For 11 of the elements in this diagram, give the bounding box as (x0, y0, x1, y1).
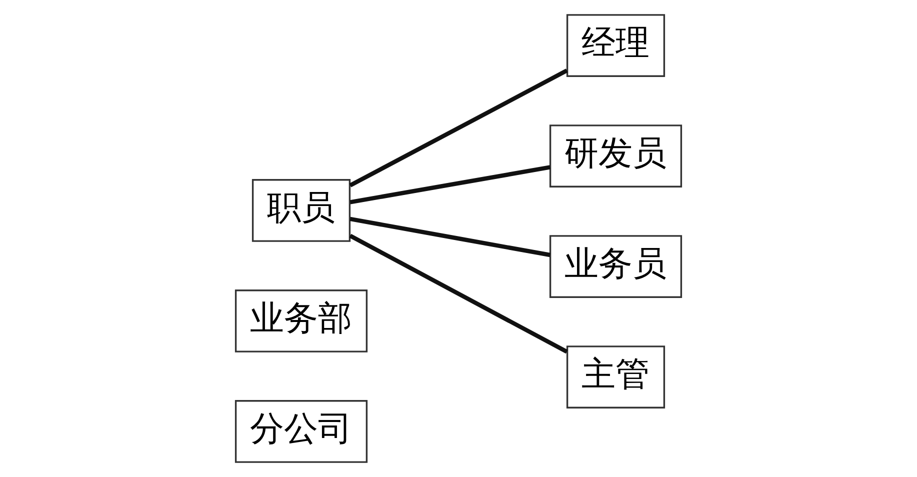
connector (349, 234, 568, 354)
node-box: 分公司 (234, 400, 368, 463)
connector (350, 216, 550, 258)
connector (349, 68, 568, 188)
node-box: 职员 (252, 179, 351, 242)
node-box: 主管 (566, 346, 666, 408)
node-box: 经理 (566, 14, 666, 77)
connector (350, 165, 550, 204)
node-box: 业务员 (549, 235, 682, 298)
node-box: 研发员 (549, 124, 682, 188)
node-box: 业务部 (234, 290, 368, 352)
